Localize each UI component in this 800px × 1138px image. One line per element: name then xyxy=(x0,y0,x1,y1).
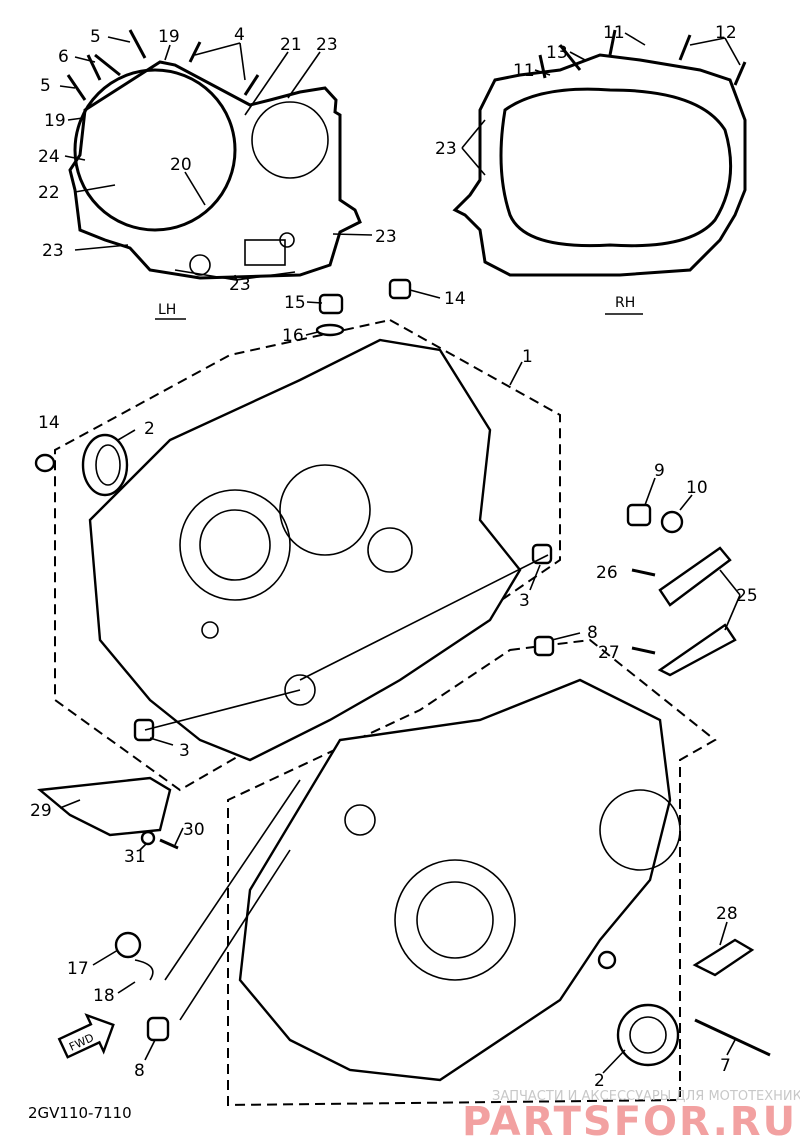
callout: 29 xyxy=(30,801,52,821)
callout: 28 xyxy=(716,904,738,924)
left-crankcase-half xyxy=(34,338,522,837)
callout-labels: 5 19 4 21 23 6 5 19 24 20 22 23 23 23 11… xyxy=(30,23,758,1091)
callout: 23 xyxy=(229,275,251,295)
callout: 8 xyxy=(134,1061,145,1081)
callout: 23 xyxy=(42,241,64,261)
callout: 16 xyxy=(282,326,304,346)
callout: 20 xyxy=(170,155,192,175)
callout: 26 xyxy=(596,563,618,583)
callout: 19 xyxy=(44,111,66,131)
rh-label: RH xyxy=(615,295,635,311)
callout: 25 xyxy=(736,586,758,606)
watermark-tagline: ЗАПЧАСТИ И АКСЕССУАРЫ ДЛЯ МОТОТЕХНИКИ xyxy=(492,1089,800,1104)
callout: 19 xyxy=(158,27,180,47)
callout: 31 xyxy=(124,847,146,867)
callout: 14 xyxy=(38,413,60,433)
callout: 15 xyxy=(284,293,306,313)
callout: 23 xyxy=(375,227,397,247)
callout: 2 xyxy=(594,1071,605,1091)
right-case-group-outline xyxy=(227,638,717,1107)
callout: 18 xyxy=(93,986,115,1006)
callout: 30 xyxy=(183,820,205,840)
watermark-brand: PARTSFOR.RU xyxy=(462,1099,797,1138)
callout: 11 xyxy=(603,23,625,43)
lh-label: LH xyxy=(158,302,176,318)
callout: 27 xyxy=(598,643,620,663)
diagram-code: 2GV110-7110 xyxy=(28,1104,132,1122)
rh-crankcase-gasket xyxy=(452,29,747,277)
callout: 9 xyxy=(654,461,665,481)
lh-crankcase-gasket xyxy=(66,29,362,280)
callout: 13 xyxy=(546,43,568,63)
left-case-group-outline xyxy=(54,318,561,792)
callout: 22 xyxy=(38,183,60,203)
callout: 2 xyxy=(144,419,155,439)
leader-lines xyxy=(59,32,741,1074)
right-crankcase-half xyxy=(238,678,771,1082)
callout: 3 xyxy=(179,741,190,761)
callout: 23 xyxy=(316,35,338,55)
callout: 4 xyxy=(234,25,245,45)
callout: 12 xyxy=(715,23,737,43)
callout: 10 xyxy=(686,478,708,498)
callout: 21 xyxy=(280,35,302,55)
callout: 5 xyxy=(90,27,101,47)
callout: 11 xyxy=(513,61,535,81)
callout: 6 xyxy=(58,47,69,67)
callout: 23 xyxy=(435,139,457,159)
callout: 14 xyxy=(444,289,466,309)
callout: 8 xyxy=(587,623,598,643)
small-parts xyxy=(114,278,755,1042)
callout: 17 xyxy=(67,959,89,979)
fwd-arrow-icon: FWD xyxy=(57,1013,115,1059)
callout: 3 xyxy=(519,591,530,611)
callout: 5 xyxy=(40,76,51,96)
callout: 24 xyxy=(38,147,60,167)
callout: 7 xyxy=(720,1056,731,1076)
callout: 1 xyxy=(522,347,533,367)
